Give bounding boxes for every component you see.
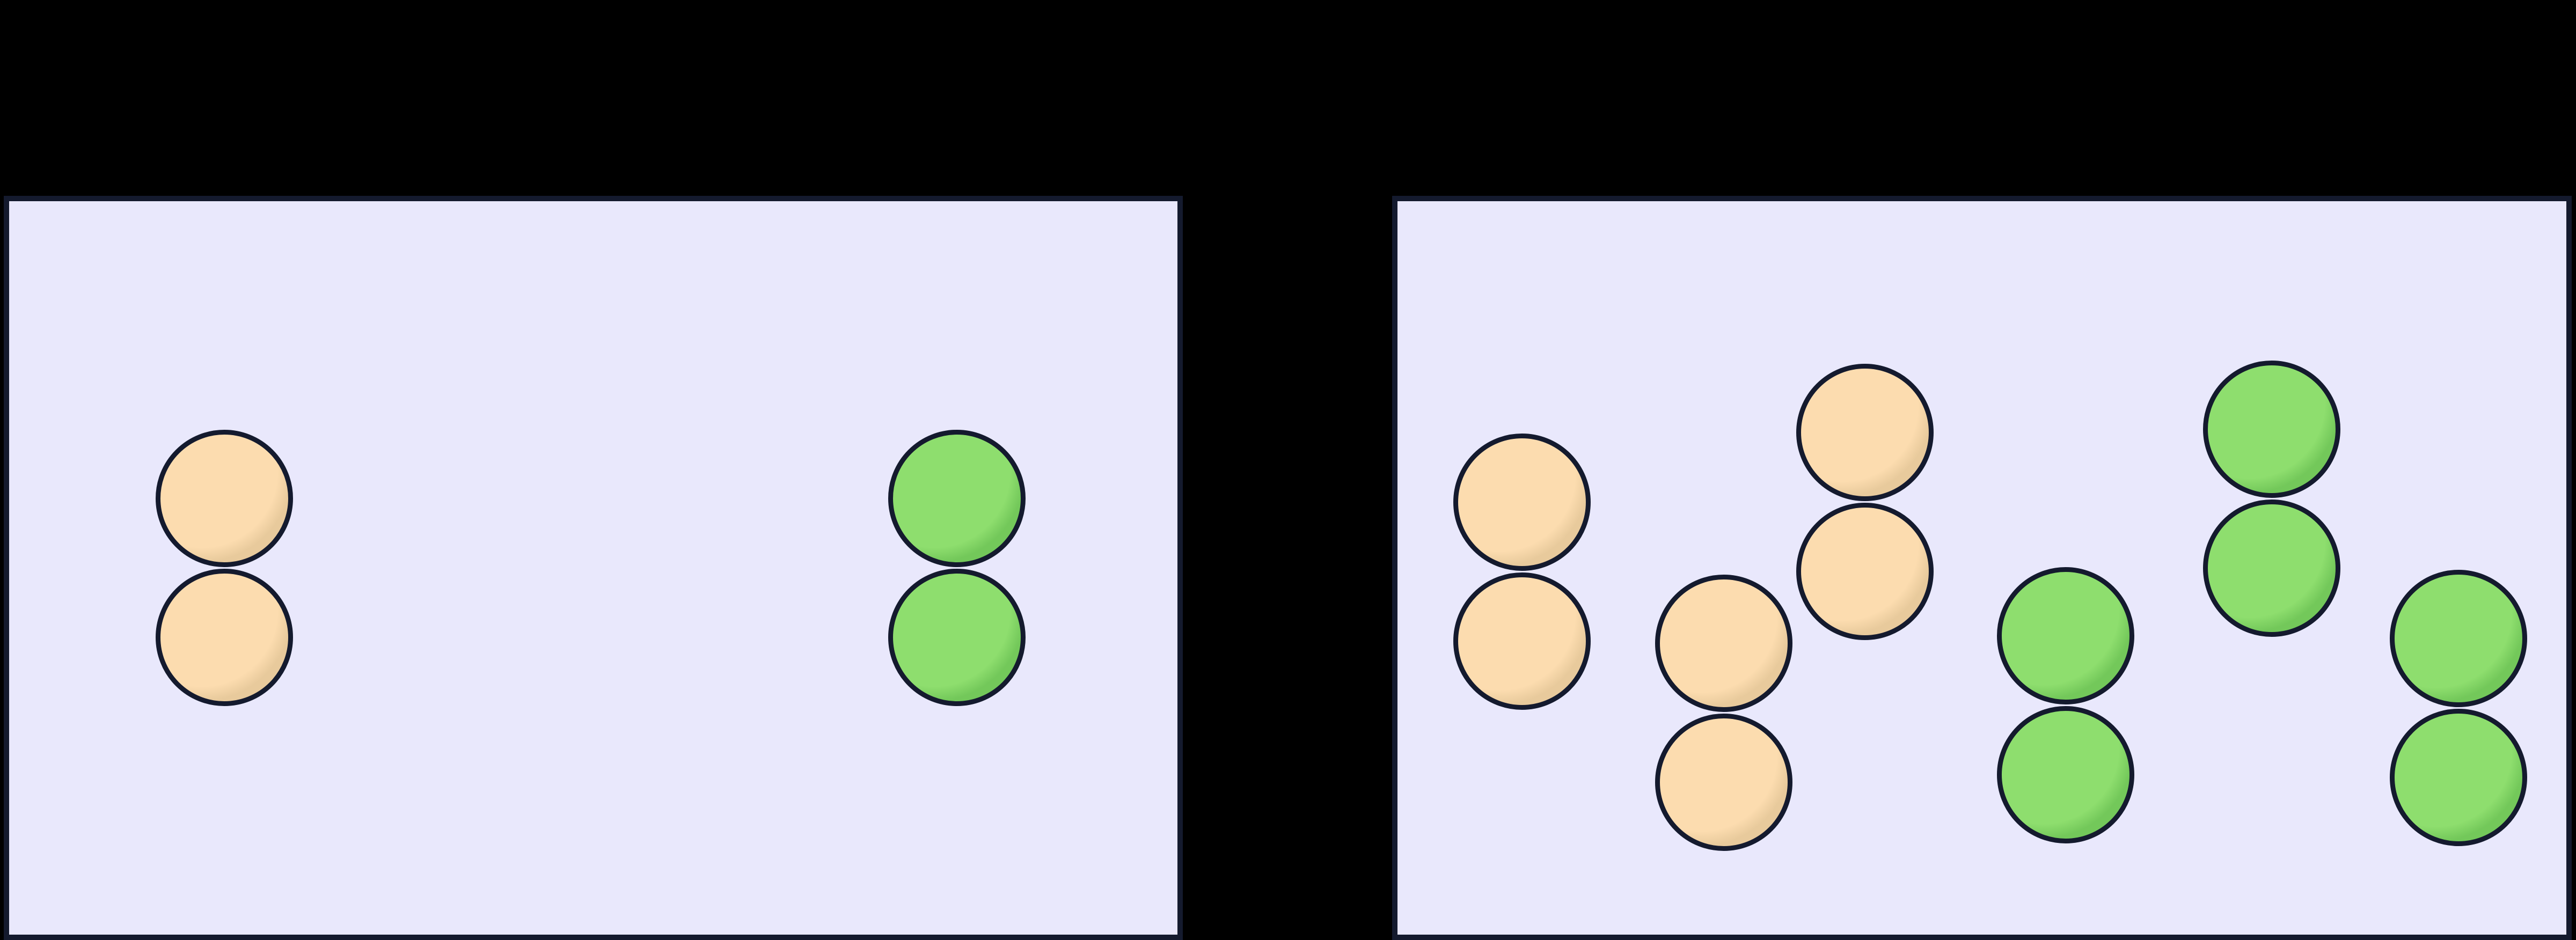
green-circle-green-stack-3-1 xyxy=(2383,563,2534,714)
orange-circle-orange-stack-1-1 xyxy=(149,423,299,574)
orange-circle-orange-stack-2-2 xyxy=(1790,496,1940,647)
green-circle-green-stack-3-2 xyxy=(2383,702,2534,853)
green-circle-green-stack-1-2 xyxy=(882,562,1032,713)
orange-circle-orange-stack-1-2 xyxy=(1447,566,1597,716)
green-circle-green-stack-1-2 xyxy=(2197,493,2347,643)
circle-layer xyxy=(1397,201,2566,935)
circle-layer xyxy=(9,201,1177,935)
left-group-panel xyxy=(4,196,1183,940)
right-group-panel xyxy=(1392,196,2572,940)
orange-circle-orange-stack-1-1 xyxy=(1447,427,1597,577)
orange-circle-orange-stack-2-1 xyxy=(1790,357,1940,508)
orange-circle-orange-stack-3-1 xyxy=(1649,568,1799,718)
green-circle-green-stack-2-1 xyxy=(1990,561,2141,711)
orange-circle-orange-stack-3-2 xyxy=(1649,707,1799,857)
green-circle-green-stack-1-1 xyxy=(882,423,1032,574)
green-circle-green-stack-1-1 xyxy=(2197,354,2347,504)
green-circle-green-stack-2-2 xyxy=(1990,700,2141,850)
orange-circle-orange-stack-1-2 xyxy=(149,562,299,713)
